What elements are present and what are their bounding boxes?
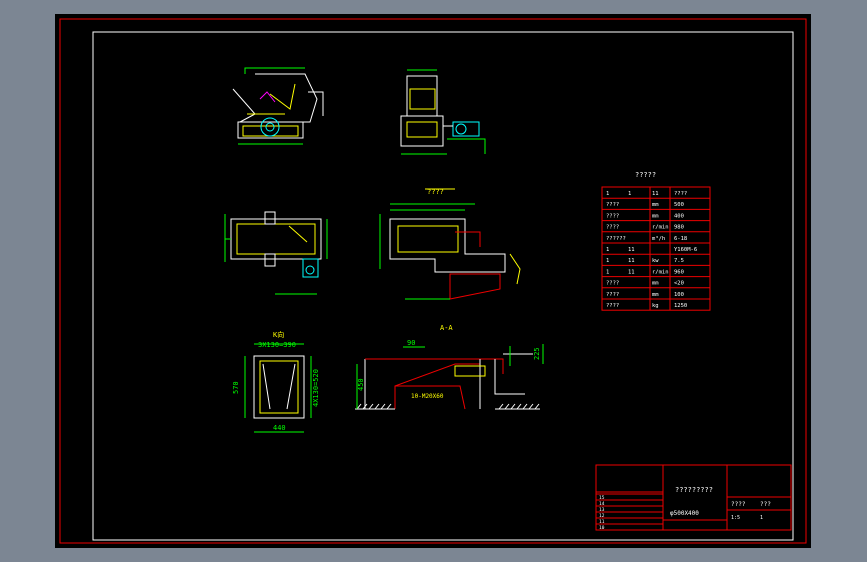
title-block-cell-1: ???? bbox=[731, 501, 746, 508]
param-table-cell: ???? bbox=[606, 292, 619, 298]
param-table-cell: ???? bbox=[606, 303, 619, 309]
title-block-row-number: 15 bbox=[599, 495, 605, 501]
param-table-cell: 500 bbox=[674, 202, 684, 208]
a-a-label: A-A bbox=[440, 324, 453, 332]
param-table-cell: 1 bbox=[606, 191, 609, 197]
title-block-row-number: 13 bbox=[599, 507, 605, 513]
param-table-cell: mm bbox=[652, 213, 659, 219]
view-a-a-section bbox=[355, 344, 544, 410]
param-table-cell: 11 bbox=[628, 247, 635, 253]
param-table-cell: 1 bbox=[628, 191, 631, 197]
cad-viewport[interactable]: K向 3X130=390 570 4X130=520 440 A-A 450 2… bbox=[55, 14, 811, 548]
param-table-cell: 960 bbox=[674, 269, 684, 275]
param-table-cell: 11 bbox=[652, 191, 659, 197]
param-table-cell: mm bbox=[652, 202, 659, 208]
a-a-dim-top: 90 bbox=[407, 339, 415, 347]
view-plan bbox=[224, 211, 328, 295]
k-dim-top: 3X130=390 bbox=[258, 341, 296, 349]
title-block-row-number: 12 bbox=[599, 513, 605, 519]
param-table-cell: r/min bbox=[652, 269, 669, 275]
title-block-code: φ500X400 bbox=[670, 510, 699, 517]
param-table-title: ????? bbox=[635, 171, 656, 179]
param-table-border bbox=[601, 186, 711, 311]
param-table-cell: <20 bbox=[674, 281, 684, 287]
k-dim-left: 570 bbox=[232, 381, 240, 394]
param-table-cell: 100 bbox=[674, 292, 684, 298]
param-table-cell: ???? bbox=[606, 281, 619, 287]
param-table-cell: m³/h bbox=[652, 235, 665, 242]
param-table-cell: mm bbox=[652, 281, 659, 287]
title-block-row-number: 11 bbox=[599, 519, 605, 525]
param-table-cell: kg bbox=[652, 303, 659, 309]
title-block-row-number: 14 bbox=[599, 501, 605, 507]
cad-drawing-sheet: K向 3X130=390 570 4X130=520 440 A-A 450 2… bbox=[59, 18, 807, 544]
param-table-cell: ?????? bbox=[606, 236, 626, 242]
param-table-cell: 1 bbox=[606, 269, 609, 275]
param-table-cell: 1 bbox=[606, 258, 609, 264]
param-table-cell: 7.5 bbox=[674, 258, 684, 264]
param-table-cell: mm bbox=[652, 292, 659, 298]
view-front-elevation bbox=[232, 67, 324, 145]
param-table-cell: 980 bbox=[674, 225, 684, 231]
param-table-cell: 400 bbox=[674, 213, 684, 219]
param-table-cell: 11 bbox=[628, 258, 635, 264]
param-table-cell: ???? bbox=[606, 202, 619, 208]
sheet-border-inner bbox=[92, 31, 794, 541]
view-section-assembly bbox=[379, 188, 521, 300]
param-table-cell: Y160M-6 bbox=[674, 247, 697, 253]
a-a-dim-height: 450 bbox=[357, 378, 365, 391]
k-dim-inner: 4X130=520 bbox=[312, 369, 320, 407]
param-table-cell: kw bbox=[652, 258, 659, 264]
title-block-row-number: 10 bbox=[599, 525, 605, 531]
param-table-cell: 1 bbox=[606, 247, 609, 253]
param-table-cell: ???? bbox=[606, 213, 619, 219]
k-dim-bottom: 440 bbox=[273, 424, 286, 432]
k-view-label: K向 bbox=[273, 330, 284, 339]
param-table-cell: 1250 bbox=[674, 303, 687, 309]
param-table-cell: 6-18 bbox=[674, 236, 687, 242]
title-block-cell-4: 1 bbox=[760, 515, 763, 521]
a-a-dim-right: 225 bbox=[533, 347, 541, 360]
param-table-cell: ???? bbox=[674, 191, 687, 197]
view-k bbox=[244, 343, 312, 433]
sheet-border-outer bbox=[59, 18, 807, 544]
title-block-cell-2: ??? bbox=[760, 501, 771, 508]
view-side-elevation bbox=[400, 69, 486, 155]
param-table-cell: r/min bbox=[652, 225, 669, 231]
param-table-cell: ???? bbox=[606, 225, 619, 231]
param-table-cell: 11 bbox=[628, 269, 635, 275]
a-a-bolt-note: 10-M20X60 bbox=[411, 393, 444, 400]
title-block-title: ????????? bbox=[675, 486, 713, 494]
section-view-note: ???? bbox=[427, 188, 444, 196]
title-block-cell-3: 1:5 bbox=[731, 515, 740, 521]
